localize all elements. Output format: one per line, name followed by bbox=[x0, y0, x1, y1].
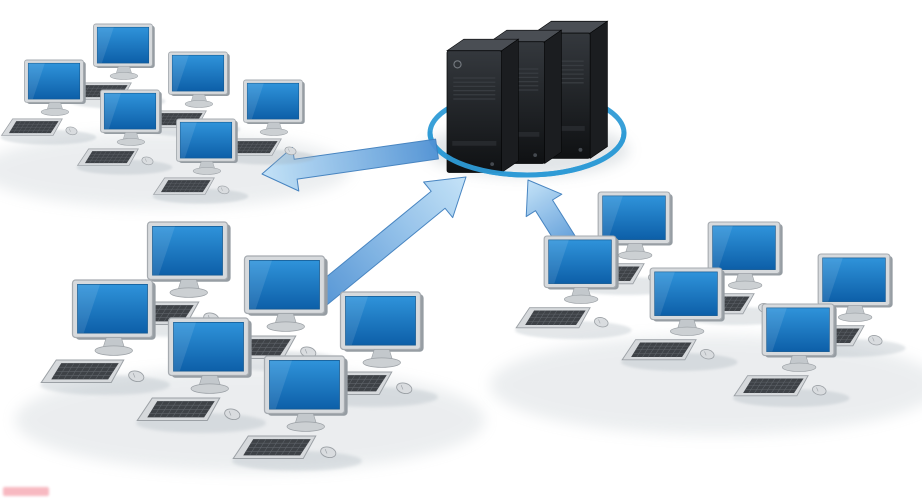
mouse bbox=[868, 335, 883, 346]
server-drive-bay bbox=[452, 141, 497, 146]
workstation-right bbox=[515, 235, 632, 340]
mouse bbox=[594, 317, 609, 328]
monitor-base bbox=[617, 250, 653, 260]
monitor-screen bbox=[602, 195, 666, 240]
workstation-right bbox=[789, 253, 906, 358]
monitor-base bbox=[192, 167, 221, 175]
workstation-upper-left bbox=[219, 79, 316, 165]
keyboard-keys bbox=[149, 400, 213, 418]
keyboard-keys bbox=[245, 438, 309, 456]
monitor-base bbox=[40, 108, 69, 116]
server-vents bbox=[540, 60, 584, 84]
monitor-base bbox=[837, 312, 873, 322]
server-power-led bbox=[533, 153, 538, 157]
workstation-upper-left bbox=[0, 59, 97, 145]
mouse bbox=[320, 446, 337, 459]
monitor-screen bbox=[152, 226, 223, 276]
keyboard-keys bbox=[162, 180, 209, 193]
server-tower bbox=[445, 38, 520, 174]
monitor-screen bbox=[249, 260, 320, 310]
monitor-base bbox=[781, 362, 817, 372]
monitor-base bbox=[727, 280, 763, 290]
hub-ring-front bbox=[427, 130, 627, 178]
monitor-screen bbox=[269, 360, 340, 410]
monitor-base bbox=[266, 321, 305, 332]
monitor-base bbox=[563, 294, 599, 304]
monitor-base bbox=[116, 138, 145, 146]
workstation-lower-left bbox=[308, 291, 438, 407]
server-power-led bbox=[578, 147, 583, 152]
monitor-screen bbox=[96, 26, 150, 64]
monitor-screen bbox=[103, 92, 157, 130]
monitor-screen bbox=[712, 225, 776, 270]
network-arrow-from-lower-left-cluster bbox=[310, 176, 467, 307]
monitor-base bbox=[259, 128, 288, 136]
workstation-upper-left bbox=[76, 89, 173, 175]
monitor-base bbox=[94, 345, 133, 356]
monitor-screen bbox=[766, 307, 830, 352]
mouse bbox=[224, 408, 241, 421]
monitor-screen bbox=[77, 284, 148, 334]
mouse bbox=[284, 146, 297, 156]
monitor-screen bbox=[179, 121, 233, 159]
keyboard-keys bbox=[53, 362, 117, 380]
keyboard-keys bbox=[745, 378, 802, 394]
monitor-base bbox=[286, 421, 325, 432]
keyboard-keys bbox=[86, 151, 133, 164]
mouse bbox=[812, 385, 827, 396]
server-power-led bbox=[490, 162, 495, 166]
mouse bbox=[141, 156, 154, 166]
keyboard-keys bbox=[10, 121, 57, 134]
workstation-lower-left bbox=[136, 317, 266, 433]
workstation-right bbox=[621, 267, 738, 372]
monitor-base bbox=[169, 287, 208, 298]
mouse bbox=[396, 382, 413, 395]
monitor-base bbox=[184, 100, 213, 108]
mouse bbox=[65, 126, 78, 136]
workstation-lower-left bbox=[232, 355, 362, 471]
floor-shadow bbox=[490, 335, 922, 435]
keyboard-keys bbox=[633, 342, 690, 358]
monitor-screen bbox=[171, 54, 225, 92]
workstation-lower-left bbox=[40, 279, 170, 395]
workstation-upper-left bbox=[144, 51, 241, 137]
monitor-base bbox=[190, 383, 229, 394]
server-vents bbox=[453, 77, 496, 100]
mouse bbox=[700, 349, 715, 360]
mouse bbox=[128, 370, 145, 383]
keyboard-keys bbox=[527, 310, 584, 326]
monitor-screen bbox=[822, 257, 886, 302]
monitor-screen bbox=[654, 271, 718, 316]
monitor-screen bbox=[246, 82, 300, 120]
workstation-upper-left bbox=[152, 118, 249, 204]
monitor-screen bbox=[345, 296, 416, 346]
monitor-screen bbox=[27, 62, 81, 100]
workstation-right bbox=[733, 303, 850, 408]
monitor-screen bbox=[548, 239, 612, 284]
monitor-base bbox=[362, 357, 401, 368]
mouse bbox=[217, 185, 230, 195]
server-drive-bay bbox=[539, 126, 585, 131]
server-logo-icon bbox=[453, 60, 462, 69]
monitor-base bbox=[669, 326, 705, 336]
monitor-screen bbox=[173, 322, 244, 372]
monitor-base bbox=[109, 72, 138, 80]
watermark bbox=[3, 487, 49, 496]
